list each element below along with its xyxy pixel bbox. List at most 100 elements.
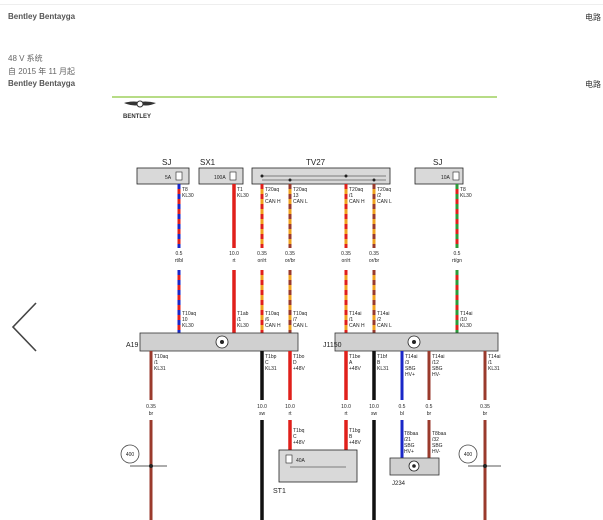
wire-lower-pin-2: T1bo — [293, 354, 305, 360]
wire-pin-bottom-2: T10aq — [265, 311, 279, 317]
wire-lower-pin-7: KL31 — [488, 366, 500, 372]
wire-lower-pin-0: T10aq — [154, 354, 168, 360]
wire-lower-pin-2: D — [293, 360, 297, 366]
wire-lower-color-2: rt — [288, 411, 292, 417]
wire-size-4: 0.35 — [341, 251, 351, 257]
logo-badge — [136, 100, 144, 108]
tv27-node — [260, 174, 264, 178]
wire-pin-top-5: /2 — [377, 193, 381, 199]
wire-pin-top-3: CAN L — [293, 199, 308, 205]
fuse-sx1-label: SX1 — [200, 158, 216, 167]
wire-pin-top-3: 13 — [293, 193, 299, 199]
wire-size-0: 0.5 — [176, 251, 183, 257]
wire-lower-pin-3: T1be — [349, 354, 361, 360]
fuse-symbol-sj — [175, 171, 183, 181]
date-label: 自 2015 年 11 月起 — [8, 67, 75, 76]
wire-pin-bottom-1: T1ab — [237, 311, 249, 317]
wire-pin-top-4: T20aq — [349, 187, 363, 193]
wire-pin-bottom-2: CAN H — [265, 323, 281, 329]
j234-pin-right: /32 — [432, 437, 439, 443]
wire-pin-top-1: KL30 — [237, 193, 249, 199]
ground-marker-label-1: 400 — [464, 452, 473, 458]
wire-lower-color-4: sw — [371, 411, 378, 417]
vehicle-title-top: Bentley Bentayga — [8, 12, 76, 21]
st1-pin-left: +48V — [293, 440, 305, 446]
wire-pin-top-3: T20aq — [293, 187, 307, 193]
wire-pin-bottom-4: /1 — [349, 317, 353, 323]
wire-lower-pin-4: KL31 — [377, 366, 389, 372]
j234-pin-left: HV+ — [404, 449, 414, 455]
wire-lower-pin-0: /1 — [154, 360, 158, 366]
wire-pin-bottom-3: CAN L — [293, 323, 308, 329]
fuse-sx1-rating: 100A — [214, 175, 226, 181]
wire-pin-bottom-2: /6 — [265, 317, 269, 323]
st1-pin-left: C — [293, 434, 297, 440]
wire-lower-pin-0: KL31 — [154, 366, 166, 372]
wire-pin-bottom-4: T14ai — [349, 311, 362, 317]
wire-pin-bottom-1: KL30 — [237, 323, 249, 329]
vehicle-title: Bentley Bentayga — [8, 79, 76, 88]
wire-pin-top-5: T20aq — [377, 187, 391, 193]
previous-page-button[interactable] — [8, 300, 42, 354]
wire-lower-pin-7: /1 — [488, 360, 492, 366]
wire-size-2: 0.35 — [257, 251, 267, 257]
wire-lower-pin-7: T14ai — [488, 354, 501, 360]
wire-lower-pin-3: +48V — [349, 366, 361, 372]
section-label: 电路 — [585, 80, 601, 89]
wire-lower-color-3: rt — [344, 411, 348, 417]
tv27-node — [288, 178, 292, 182]
fuse-symbol-sx1 — [229, 171, 237, 181]
tv27-node — [344, 174, 348, 178]
wire-pin-bottom-5: /2 — [377, 317, 381, 323]
wire-pin-top-6: T8 — [460, 187, 466, 193]
wire-pin-bottom-0: T10aq — [182, 311, 196, 317]
j234-pin-right: T8baa — [432, 431, 446, 437]
wire-lower-color-5: bl — [400, 411, 404, 417]
wire-lower-color-0: br — [149, 411, 154, 417]
wire-pin-bottom-6: /10 — [460, 317, 467, 323]
st1-fuse-symbol — [285, 454, 293, 464]
wire-pin-top-2: 9 — [265, 193, 268, 199]
module-j234-icon-dot — [412, 464, 416, 468]
wire-pin-bottom-6: T14ai — [460, 311, 473, 317]
top-divider — [0, 4, 603, 5]
wire-lower-color-7: br — [483, 411, 488, 417]
wire-color-4: or/rt — [342, 258, 352, 264]
ground-marker-0 — [120, 444, 140, 464]
wire-pin-bottom-5: T14ai — [377, 311, 390, 317]
wire-color-0: rt/bl — [175, 258, 183, 264]
ground-marker-1 — [458, 444, 478, 464]
wire-lower-size-1: 10.0 — [257, 404, 267, 410]
module-j1150-icon-dot — [412, 340, 416, 344]
wire-lower-pin-1: KL31 — [265, 366, 277, 372]
wire-lower-size-4: 10.0 — [369, 404, 379, 410]
wire-lower-color-6: br — [427, 411, 432, 417]
wire-pin-bottom-3: /7 — [293, 317, 297, 323]
wire-color-3: or/br — [285, 258, 296, 264]
j234-pin-left: /21 — [404, 437, 411, 443]
wire-pin-top-5: CAN L — [377, 199, 392, 205]
wire-lower-pin-6: HV- — [432, 372, 441, 378]
wire-lower-size-5: 0.5 — [399, 404, 406, 410]
wire-pin-top-2: T20aq — [265, 187, 279, 193]
wire-lower-pin-5: T14ai — [405, 354, 418, 360]
wire-lower-size-3: 10.0 — [341, 404, 351, 410]
wire-pin-bottom-1: /1 — [237, 317, 241, 323]
st1-label: ST1 — [273, 488, 286, 495]
wire-pin-top-2: CAN H — [265, 199, 281, 205]
wire-lower-size-7: 0.35 — [480, 404, 490, 410]
j234-pin-right: HV- — [432, 449, 441, 455]
wire-size-1: 10.0 — [229, 251, 239, 257]
wire-pin-bottom-4: CAN H — [349, 323, 365, 329]
wire-lower-pin-5: /3 — [405, 360, 409, 366]
bentley-logo-icon — [124, 100, 156, 108]
wire-pin-bottom-0: 10 — [182, 317, 188, 323]
system-label: 48 V 系统 — [8, 54, 43, 63]
wire-lower-size-0: 0.35 — [146, 404, 156, 410]
module-a19-label: A19 — [126, 342, 139, 349]
wire-size-3: 0.35 — [285, 251, 295, 257]
wire-pin-bottom-6: KL30 — [460, 323, 472, 329]
wire-pin-top-0: KL30 — [182, 193, 194, 199]
module-j1150-label: J1150 — [323, 342, 342, 349]
wire-color-6: rt/gn — [452, 258, 462, 264]
